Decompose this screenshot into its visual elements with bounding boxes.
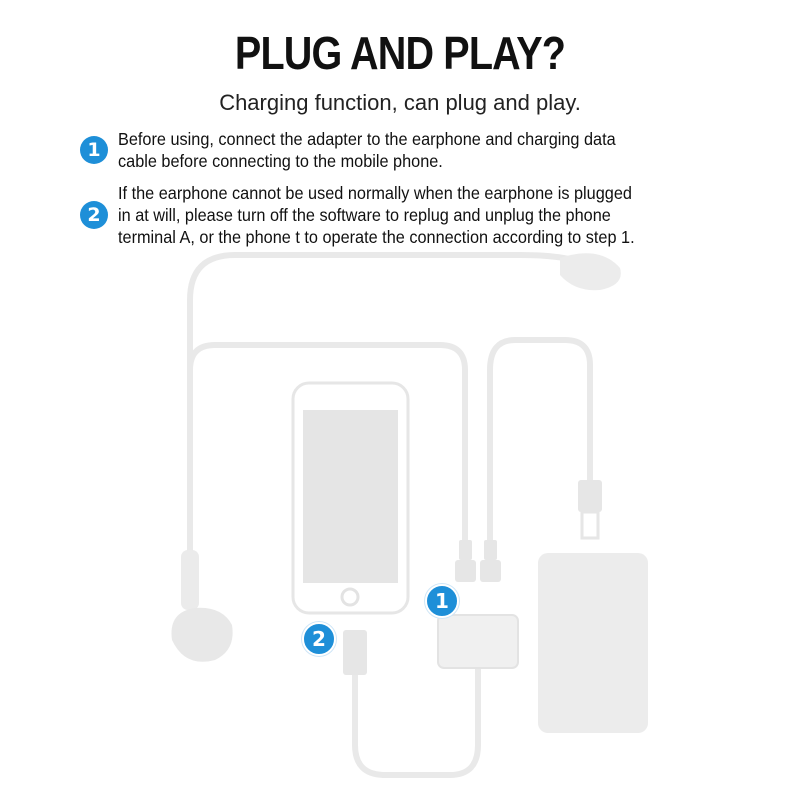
earbud-left	[171, 550, 233, 662]
step-number-badge: 1	[80, 136, 108, 164]
earphone-cable-upper	[187, 252, 583, 373]
adapter-plug	[343, 630, 367, 675]
power-bank	[538, 553, 648, 733]
usb-plug	[578, 480, 602, 540]
step-text: If the earphone cannot be used normally …	[118, 182, 635, 248]
page-title: PLUG AND PLAY?	[234, 27, 566, 79]
step-line: terminal A, or the phone t to operate th…	[118, 227, 635, 247]
charging-cable	[487, 337, 593, 543]
step-line: Before using, connect the adapter to the…	[118, 129, 616, 149]
step-line: in at will, please turn off the software…	[118, 205, 611, 225]
step-1: 1 Before using, connect the adapter to t…	[80, 128, 740, 172]
marker-1-badge: 1	[425, 584, 459, 618]
plug-earphone	[455, 540, 476, 582]
marker-2-badge: 2	[302, 622, 336, 656]
plug-charging	[480, 540, 501, 582]
step-line: cable before connecting to the mobile ph…	[118, 151, 443, 171]
page-subtitle: Charging function, can plug and play.	[219, 90, 581, 115]
step-2: 2 If the earphone cannot be used normall…	[80, 182, 740, 248]
phone	[291, 381, 410, 615]
adapter-cable	[352, 665, 481, 778]
step-text: Before using, connect the adapter to the…	[118, 128, 616, 172]
earbud-top	[560, 253, 621, 291]
step-number-badge: 2	[80, 201, 108, 229]
step-line: If the earphone cannot be used normally …	[118, 183, 632, 203]
adapter-box	[437, 614, 519, 669]
